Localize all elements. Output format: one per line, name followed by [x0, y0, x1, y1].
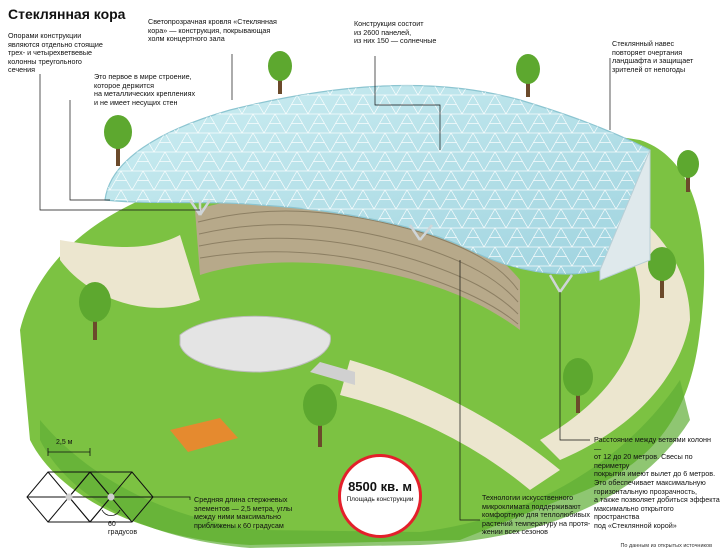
stage-ramp: [310, 362, 355, 385]
step-lines: [197, 210, 519, 325]
area-value: 8500 кв. м: [348, 479, 412, 494]
page-title: Стеклянная кора: [8, 6, 126, 22]
trees: [79, 51, 699, 447]
area-badge: 8500 кв. м Площадь конструкции: [338, 454, 422, 538]
leader-lines: [39, 54, 611, 521]
note-panels: Конструкция состоит из 2600 панелей, из …: [354, 19, 437, 46]
tree: [79, 282, 111, 340]
note-roof: Светопрозрачная кровля «Стеклянная кора»…: [148, 17, 277, 44]
tree: [104, 115, 132, 166]
hex-grid-diagram: [26, 471, 154, 523]
note-columns: Расстояние между ветвями колонн — от 12 …: [594, 435, 720, 530]
note-first-structure: Это первое в мире строение, которое держ…: [94, 72, 196, 107]
dimension-length-label: 2,5 м: [56, 439, 73, 446]
grass-shadow: [40, 380, 690, 548]
note-canopy: Стеклянный навес повторяет очертания лан…: [612, 39, 694, 74]
tree: [516, 54, 540, 97]
angle-arc: [101, 509, 121, 516]
dimension-line: [47, 448, 91, 456]
tree: [648, 247, 676, 298]
walking-path: [340, 360, 560, 490]
canopy-side: [599, 149, 651, 281]
dimension-angle-label: 60 градусов: [108, 521, 138, 536]
picnic-blanket: [170, 418, 238, 452]
note-supports: Опорами конструкции являются отдельно ст…: [8, 31, 103, 75]
tree: [677, 150, 699, 192]
tree: [303, 384, 337, 447]
tree: [268, 51, 292, 94]
tree: [563, 358, 593, 413]
note-climate: Технологии искусственного микроклимата п…: [482, 493, 591, 537]
source-note: По данным из открытых источников: [620, 543, 712, 549]
area-label: Площадь конструкции: [346, 496, 414, 503]
stage-floor: [179, 315, 331, 373]
support-columns: [188, 199, 574, 293]
note-elements: Средняя длина стержневых элементов — 2,5…: [194, 495, 293, 530]
